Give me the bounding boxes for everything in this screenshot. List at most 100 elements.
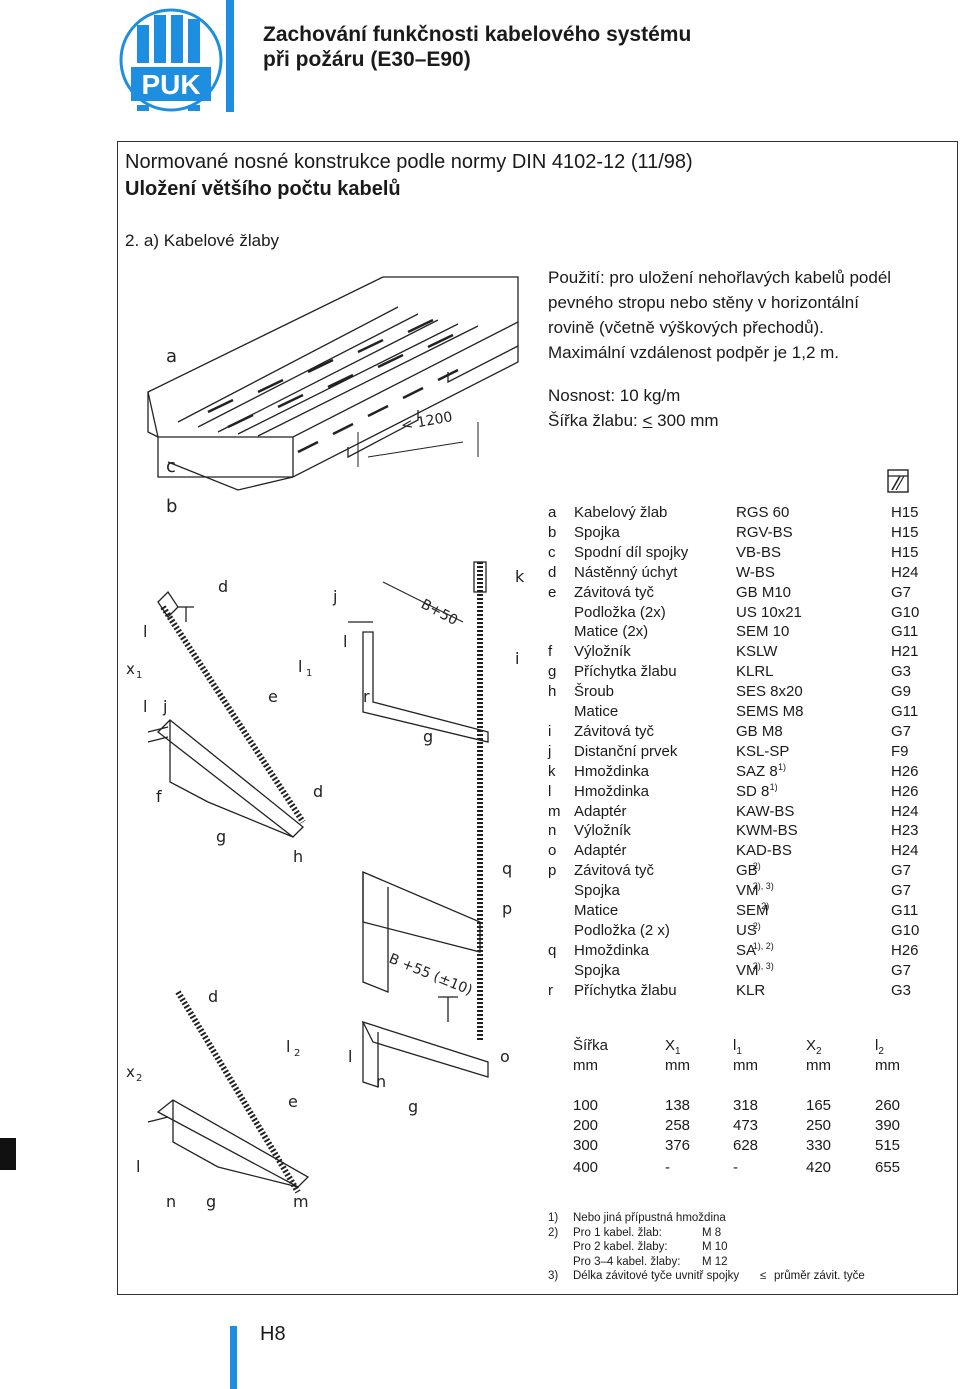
cable-tray-drawing [147,276,519,491]
part-code: SAZ 8 [736,762,778,780]
part-letter: i [548,722,552,740]
title-line-1: Zachování funkčnosti kabelového systému [263,23,692,46]
part-footnote-ref: 2), 3) [752,960,774,971]
label-e1: e [268,687,278,706]
part-code: SEM [736,902,769,919]
part-letter: a [548,504,557,521]
part-code: KAD-BS [736,842,792,860]
label-span: < 1200 [400,409,454,434]
footnote-value: M 8 [702,1226,722,1239]
part-page-ref: G7 [891,583,912,601]
lower-bracket-drawing [147,990,310,1194]
side-tab [0,1138,16,1170]
part-page-ref: H15 [891,523,919,541]
dims-unit: mm [733,1057,758,1074]
part-name: Nástěnný úchyt [574,563,678,581]
part-name: Matice (2x) [574,623,649,641]
section-title: 2. a) Kabelové žlaby [125,231,280,250]
label-d3: d [208,987,218,1006]
part-code: VB-BS [736,543,782,561]
tray-width-label: Šířka žlabu: [548,411,638,430]
part-footnote-ref: 2) [752,920,761,931]
part-page-ref: G10 [891,921,920,939]
dims-cell: 473 [733,1117,759,1134]
part-code: KSL-SP [736,742,790,760]
part-letter: h [548,683,557,701]
accent-bar [226,0,234,112]
dims-cell: 420 [806,1159,832,1176]
dims-header-sub: 2 [878,1046,884,1057]
load-capacity: Nosnost: 10 kg/m [548,386,681,405]
standard-line: Normované nosné konstrukce podle normy D… [125,151,693,173]
dims-cell: 655 [875,1159,901,1176]
label-l3: l [136,1157,140,1176]
label-a: a [166,346,177,367]
part-letter: q [548,941,557,959]
part-code: KLR [736,981,766,999]
content-frame [117,141,958,1295]
footnote-text: Délka závitové tyče uvnitř spojky [573,1270,740,1283]
dims-header-main: Šířka [573,1037,609,1054]
label-g1: g [216,827,226,846]
part-page-ref: H21 [891,643,919,661]
part-page-ref: G3 [891,981,912,999]
part-name: Matice [574,902,619,919]
part-page-ref: G7 [891,862,912,880]
label-d2: d [313,782,323,801]
dims-cell: 400 [573,1159,599,1176]
part-code: SEM 10 [736,623,790,641]
part-letter: p [548,862,557,880]
part-code: KWM-BS [736,822,798,840]
part-page-ref: H24 [891,842,919,860]
part-page-ref: H24 [891,802,919,820]
part-name: Příchytka žlabu [574,981,677,999]
label-o: o [500,1047,510,1066]
label-l-center: l [343,632,347,651]
part-name: Adaptér [574,802,627,820]
part-name: Spojka [574,961,620,979]
part-footnote-ref: 2) [761,901,770,911]
part-name: Spojka [574,523,620,541]
accent-bar-bottom [230,1326,237,1389]
dims-cell: 390 [875,1117,901,1134]
dims-header: l2 [875,1037,884,1057]
footnote-text: Pro 3–4 kabel. žlaby: [573,1255,681,1268]
label-x1: x [126,660,135,678]
dims-header-main: X [665,1037,676,1054]
part-code: SES 8x20 [736,683,803,701]
part-name: Hmoždinka [574,762,650,780]
part-letter: e [548,583,557,601]
part-code: KAW-BS [736,802,795,820]
dims-header-main: l [875,1037,879,1054]
label-g3: g [206,1192,216,1211]
dims-header-main: l [733,1037,737,1054]
label-f1: f [156,787,162,806]
part-code: RGV-BS [736,523,793,541]
cantilever-drawing [362,742,483,1042]
footnote-value: M 10 [702,1241,728,1254]
part-name: Hmoždinka [574,782,650,800]
part-page-ref: G9 [891,683,912,701]
dims-unit: mm [573,1057,598,1074]
part-page-ref: H15 [891,543,919,561]
dims-cell: 250 [806,1117,832,1134]
label-l2-sub: 2 [294,1048,300,1059]
part-letter: k [548,762,556,780]
dims-cell: 138 [665,1097,691,1114]
dims-cell: 318 [733,1097,759,1114]
footnote-text: Pro 1 kabel. žlab: [573,1226,662,1239]
part-letter: g [548,663,557,681]
part-code: SEMS M8 [736,703,804,720]
part-code: US [736,921,757,939]
part-name: Příchytka žlabu [574,663,677,681]
label-x1-sub: 1 [136,670,142,681]
dims-cell: - [665,1159,670,1176]
dims-cell: 260 [875,1097,901,1114]
part-name: Výložník [574,822,631,840]
part-name: Matice [574,703,619,720]
label-l4: l [348,1047,352,1066]
dims-header: X1 [665,1037,681,1057]
puk-logo: PUK [117,5,225,120]
dims-cell: 376 [665,1137,691,1154]
label-m: m [293,1192,309,1211]
